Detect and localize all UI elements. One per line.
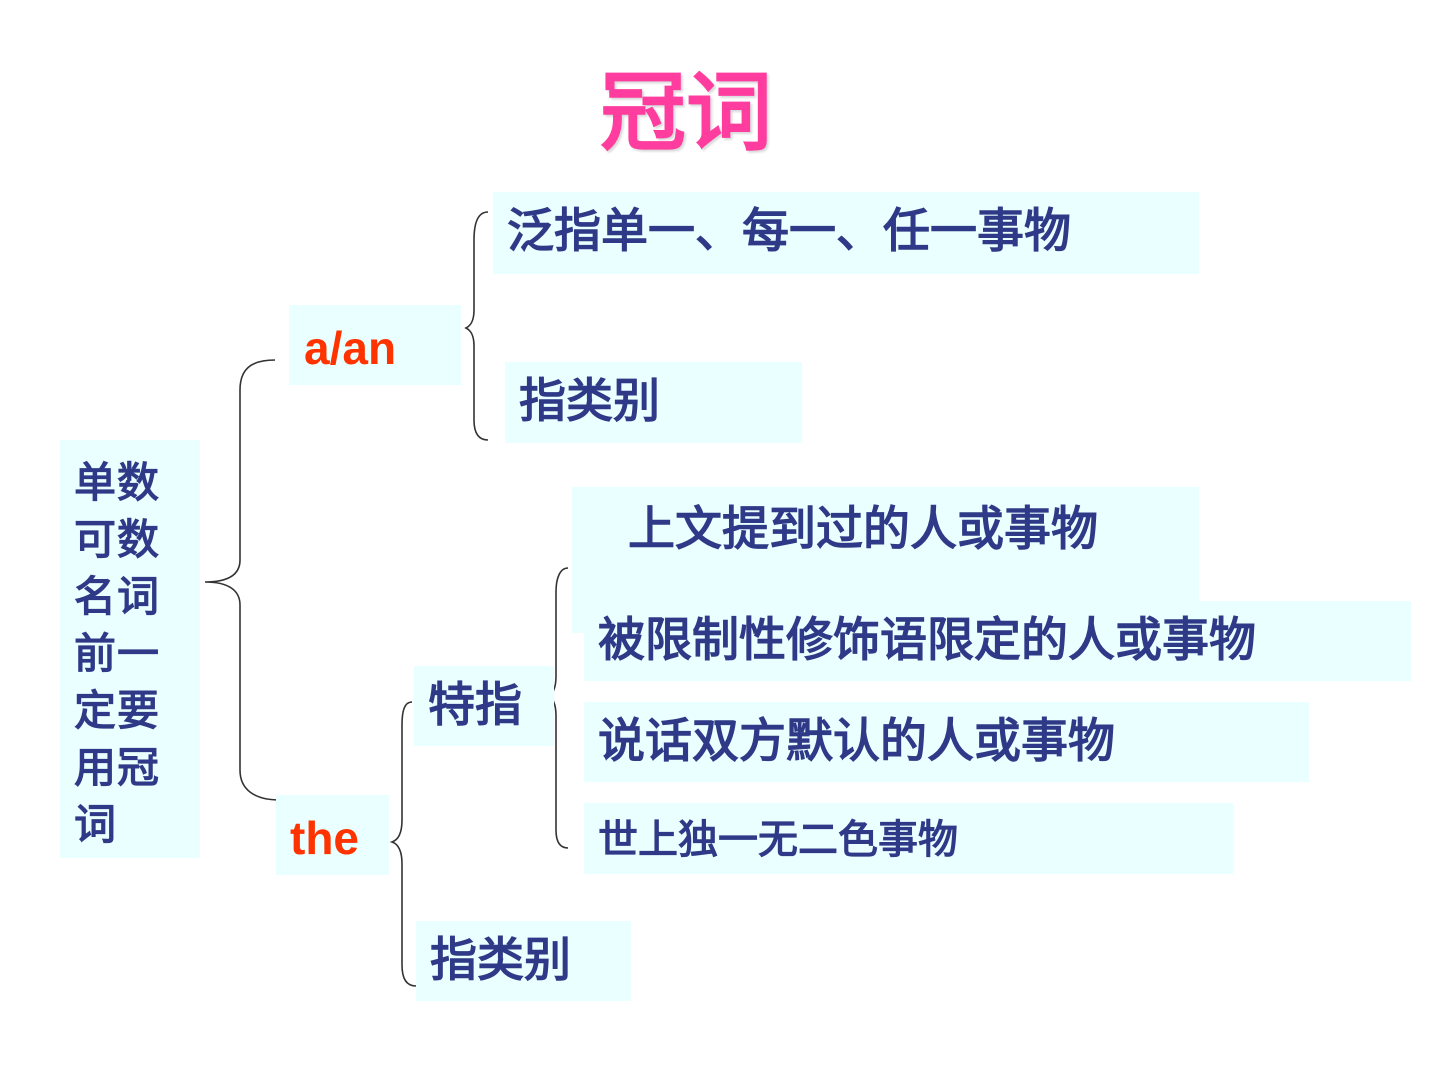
specific-item-mutual-label: 说话双方默认的人或事物 [598,714,1115,769]
specific-node: 特指 [414,666,554,746]
aan-node: a/an [289,305,461,385]
aan-item-general-label: 泛指单一、每一、任一事物 [507,204,1071,259]
aan-brace [464,211,489,441]
root-label: 单数可数名词前一定要用冠词 [74,458,161,849]
specific-item-restricted-label: 被限制性修饰语限定的人或事物 [598,613,1256,668]
root-brace [204,359,281,801]
the-generic-node: 指类别 [416,921,631,1001]
specific-item-restricted: 被限制性修饰语限定的人或事物 [584,601,1411,681]
specific-item-mentioned-label: 上文提到过的人或事物 [628,502,1098,557]
page-title: 冠词 [600,63,772,163]
specific-item-unique: 世上独一无二色事物 [584,803,1233,874]
the-brace [389,701,417,987]
root-node: 单数可数名词前一定要用冠词 [60,440,200,858]
aan-item-class-label: 指类别 [519,374,660,429]
the-label: the [290,812,359,864]
aan-label: a/an [304,322,397,374]
specific-item-mutual: 说话双方默认的人或事物 [584,702,1309,782]
the-generic-label: 指类别 [430,933,571,988]
specific-item-unique-label: 世上独一无二色事物 [598,816,958,863]
the-node: the [276,795,389,875]
aan-item-class: 指类别 [505,362,802,443]
specific-label: 特指 [428,678,522,733]
aan-item-general: 泛指单一、每一、任一事物 [493,192,1199,274]
